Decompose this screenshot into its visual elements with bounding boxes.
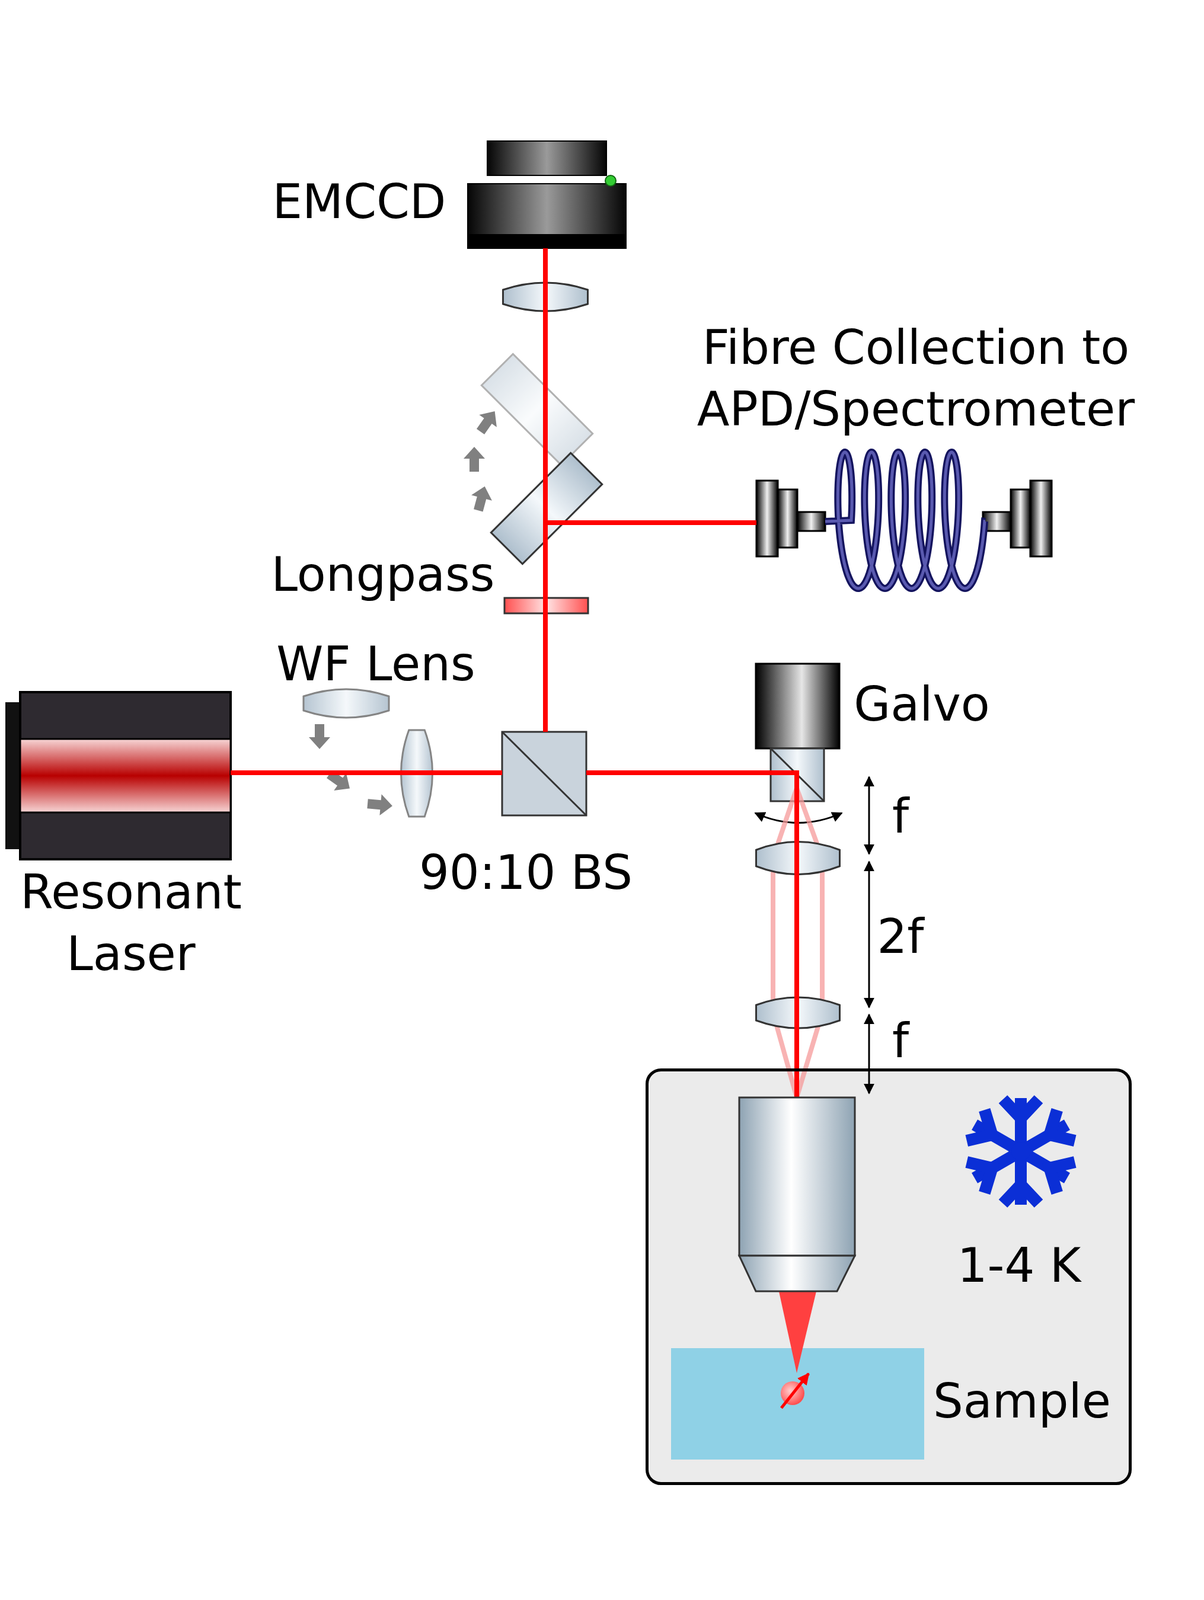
camera-led bbox=[605, 175, 616, 187]
emccd-camera: EMCCD bbox=[467, 141, 627, 249]
cryostat-fill bbox=[645, 1068, 1132, 1486]
lens bbox=[303, 689, 389, 718]
objective-tip bbox=[739, 1256, 855, 1292]
snowflake-arm bbox=[965, 1109, 1030, 1168]
snowflake-stroke bbox=[966, 1153, 1002, 1194]
dimension-label: f bbox=[892, 786, 909, 848]
laser-body bbox=[20, 692, 231, 860]
node-label: Sample bbox=[933, 1371, 1111, 1433]
fibre-collection: Fibre Collection to APD/Spectrometer bbox=[756, 449, 1052, 593]
fibre-connector bbox=[756, 480, 778, 557]
laser-beam bbox=[230, 770, 503, 776]
scan-beam bbox=[773, 788, 797, 1098]
node-label: 90:10 BS bbox=[419, 842, 633, 905]
laser-beam bbox=[545, 522, 757, 733]
fibre-connector bbox=[1030, 480, 1052, 557]
focus-cone bbox=[778, 1289, 817, 1374]
objective-body bbox=[739, 1097, 855, 1257]
galvo-scanner: Galvo bbox=[755, 663, 840, 802]
sample-slab: Sample bbox=[671, 1348, 925, 1461]
snowflake-stroke bbox=[1003, 1185, 1039, 1204]
move-arrow bbox=[471, 405, 504, 439]
laser-beam bbox=[586, 770, 756, 776]
move-arrow bbox=[467, 483, 495, 514]
node-label: EMCCD bbox=[272, 171, 447, 233]
scan-beam bbox=[796, 788, 823, 1098]
fibre-connector bbox=[797, 512, 826, 532]
snowflake-icon bbox=[965, 1098, 1076, 1206]
laser-backplate bbox=[5, 702, 21, 850]
camera-base bbox=[467, 234, 627, 249]
fibre-connector bbox=[777, 489, 798, 548]
laser-aperture bbox=[20, 739, 231, 813]
node-label: Galvo bbox=[853, 674, 990, 736]
laser-source: Resonant Laser bbox=[5, 692, 231, 860]
laser-beam bbox=[754, 770, 797, 776]
move-arrow bbox=[308, 724, 331, 750]
galvo-body bbox=[755, 663, 840, 749]
dipole-arrow bbox=[781, 1374, 809, 1409]
snowflake-stroke bbox=[1003, 1099, 1039, 1119]
dimension-label: f bbox=[892, 1010, 909, 1073]
part-label: Longpass bbox=[271, 544, 495, 606]
camera-body bbox=[467, 183, 627, 249]
move-arrow bbox=[323, 765, 356, 798]
dimension-arrow bbox=[868, 777, 871, 855]
fibre-connector bbox=[1010, 489, 1031, 548]
node-label: Resonant Laser bbox=[3, 861, 259, 986]
flip-mirror-up bbox=[481, 353, 593, 465]
mirror bbox=[481, 353, 593, 465]
beam-splitter: 90:10 BS bbox=[502, 732, 587, 816]
move-arrow bbox=[463, 446, 485, 472]
snowflake-core bbox=[1011, 1142, 1031, 1162]
cryostat-box: Sample 1-4 K bbox=[645, 1068, 1132, 1486]
node-label: 1-4 K bbox=[957, 1235, 1082, 1298]
part-label: WF Lens bbox=[276, 633, 475, 696]
node-label: Fibre Collection to APD/Spectrometer bbox=[631, 317, 1201, 441]
dimension-arrow bbox=[868, 861, 871, 1008]
dimension-arrow bbox=[868, 1014, 871, 1094]
beam-splitter-cube bbox=[502, 732, 587, 816]
snowflake-stroke bbox=[1040, 1153, 1075, 1194]
snowflake-stroke bbox=[1040, 1110, 1075, 1151]
fibre-coil bbox=[825, 452, 986, 589]
beam-splitter-diagonal bbox=[502, 732, 587, 816]
fibre-coil-core bbox=[825, 452, 986, 589]
dimension-label: 2f bbox=[876, 906, 924, 969]
laser-beam bbox=[794, 770, 800, 803]
move-arrow bbox=[366, 793, 394, 817]
snowflake-stroke bbox=[966, 1110, 1002, 1151]
camera-top bbox=[487, 141, 607, 176]
